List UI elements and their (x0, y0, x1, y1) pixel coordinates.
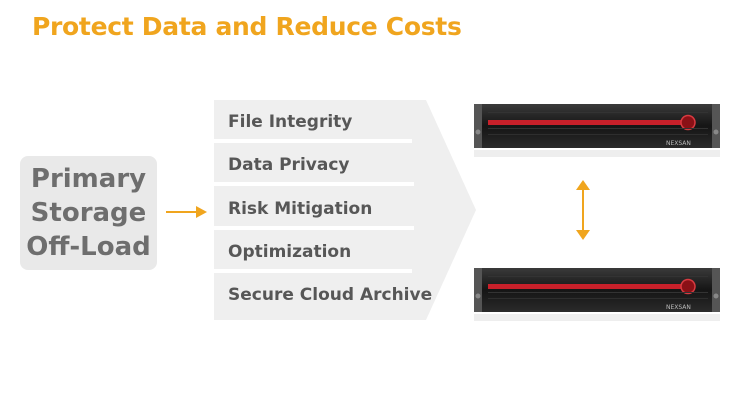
server-brand-label: NEXSAN (666, 140, 691, 147)
benefit-item-risk-mitigation: Risk Mitigation (228, 199, 373, 219)
primary-box-line: Off-Load (26, 232, 151, 262)
benefits-chevron (214, 100, 476, 320)
double-arrow-vertical-icon (576, 180, 590, 240)
storage-server-top: NEXSAN (474, 104, 720, 157)
benefit-item-data-privacy: Data Privacy (228, 155, 350, 175)
server-brand-label: NEXSAN (666, 304, 691, 311)
page-title: Protect Data and Reduce Costs (32, 12, 462, 41)
storage-server-bottom: NEXSAN (474, 268, 720, 321)
arrow-right-icon (166, 206, 207, 218)
primary-storage-box: Primary Storage Off-Load (20, 156, 157, 270)
primary-box-line: Storage (30, 198, 147, 228)
primary-box-line: Primary (30, 164, 147, 194)
benefit-item-file-integrity: File Integrity (228, 112, 353, 132)
benefit-item-optimization: Optimization (228, 242, 352, 262)
benefit-item-secure-cloud-archive: Secure Cloud Archive (228, 285, 433, 305)
